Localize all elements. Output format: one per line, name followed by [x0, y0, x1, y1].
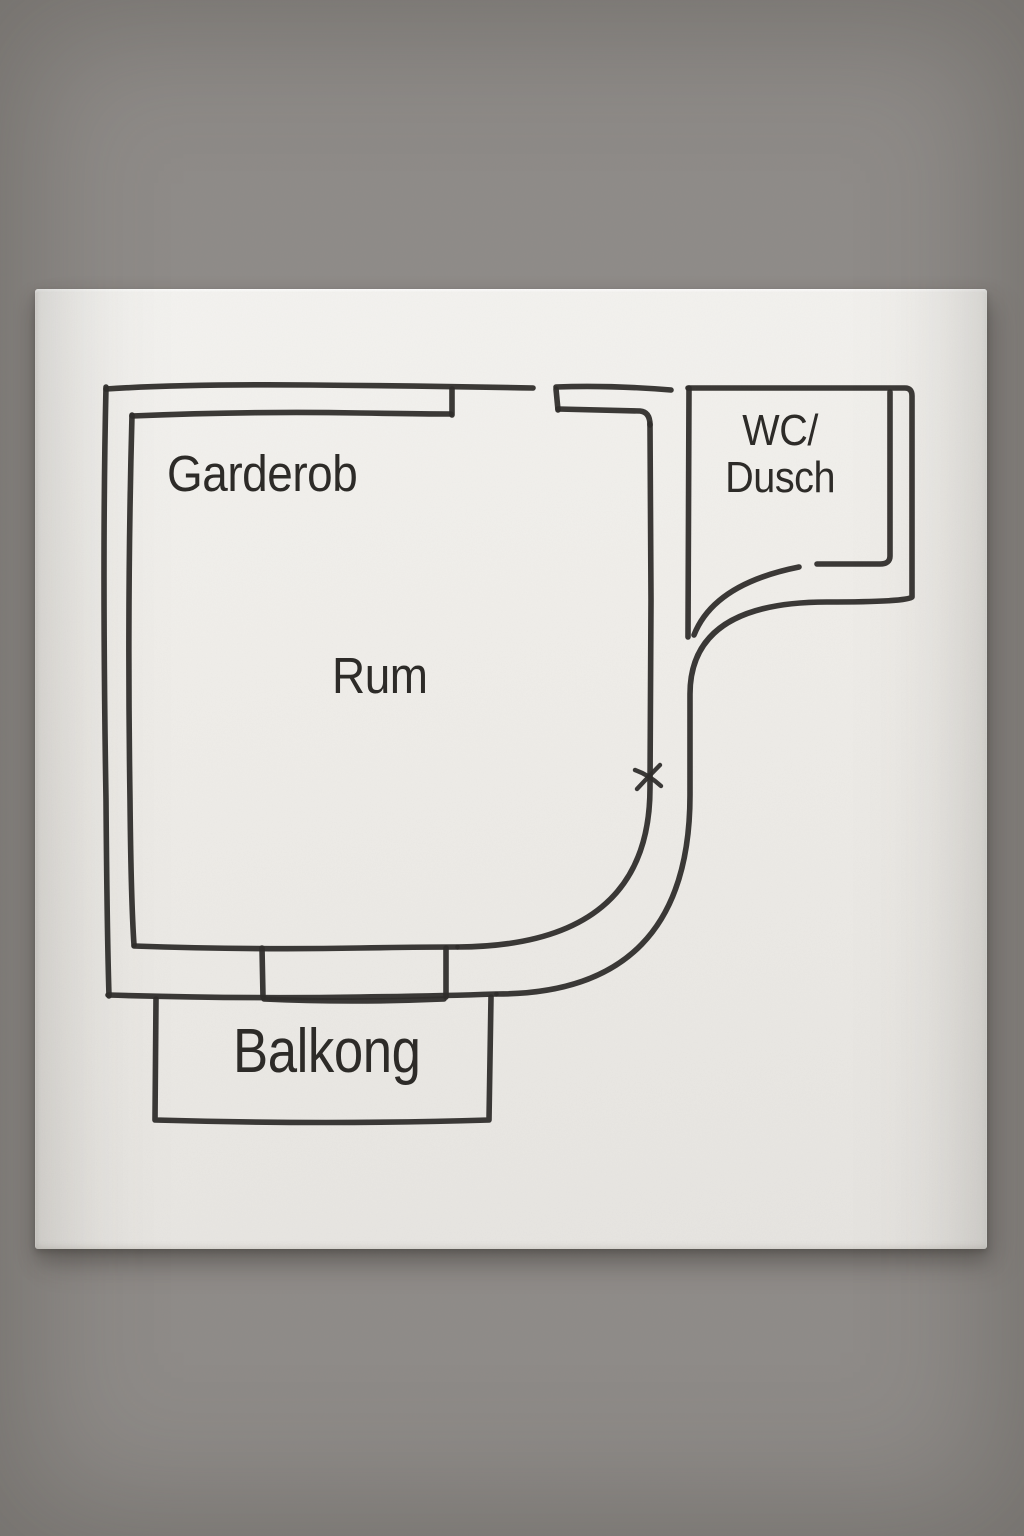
room-label-garderob: Garderob — [167, 445, 358, 502]
room-label-rum: Rum — [332, 647, 428, 704]
room-label-balkong: Balkong — [233, 1017, 421, 1086]
room-label-wc-dusch: WC/ Dusch — [725, 406, 836, 502]
